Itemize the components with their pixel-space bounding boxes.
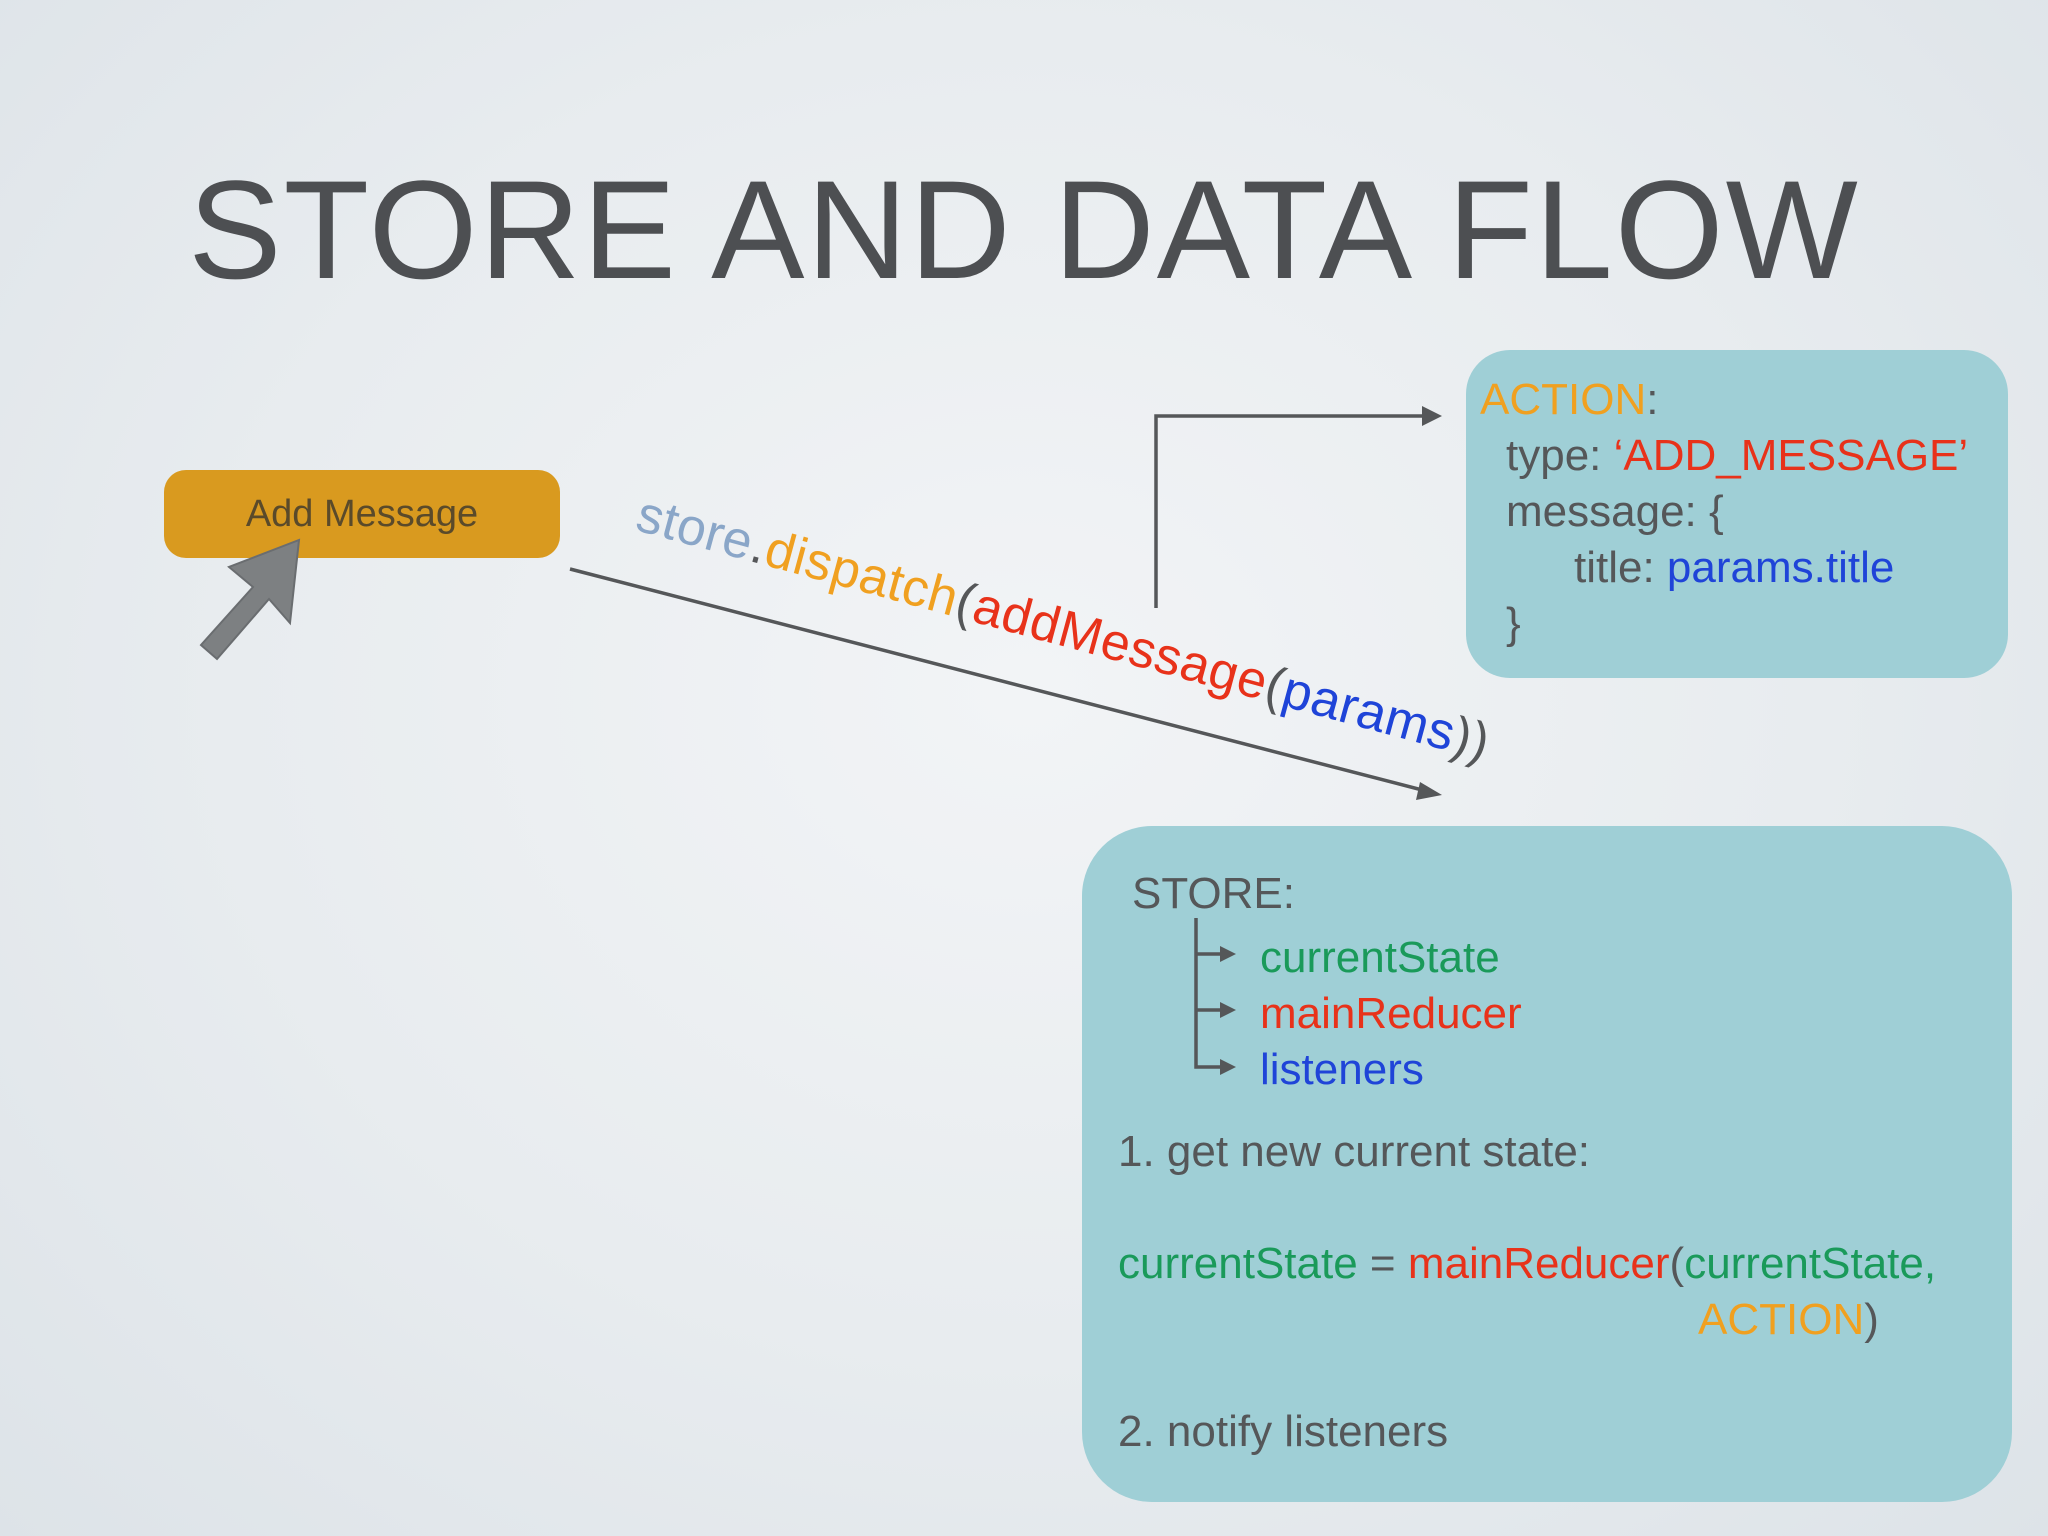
store-item-main-reducer: mainReducer xyxy=(1260,989,1522,1038)
store-step-1: 1. get new current state: xyxy=(1118,1127,1591,1176)
dispatch-arrowhead xyxy=(1416,782,1442,800)
add-message-button[interactable]: Add Message xyxy=(164,470,560,558)
formula-arg1: currentState, xyxy=(1684,1239,1937,1288)
action-title-value: params.title xyxy=(1666,543,1895,592)
formula-open: ( xyxy=(1669,1239,1685,1288)
store-formula-line-2: ACTION) xyxy=(1698,1298,1879,1342)
action-title-key: title: xyxy=(1574,543,1667,592)
formula-arg2: ACTION xyxy=(1698,1295,1865,1344)
store-box: STORE: currentState mainReducer listener… xyxy=(1082,826,2012,1502)
add-message-label: Add Message xyxy=(245,492,479,535)
action-box: ACTION: type: ‘ADD_MESSAGE’ message: { t… xyxy=(1466,350,2008,678)
action-message-line: message: { xyxy=(1506,490,1724,534)
action-message-key: message: { xyxy=(1506,487,1724,536)
action-header: ACTION: xyxy=(1480,378,1658,422)
action-type-value: ‘ADD_MESSAGE’ xyxy=(1613,431,1969,480)
formula-close: ) xyxy=(1864,1295,1879,1344)
action-colon: : xyxy=(1646,375,1659,424)
formula-equals: = xyxy=(1357,1239,1408,1288)
action-label: ACTION xyxy=(1480,375,1647,424)
action-close-brace-text: } xyxy=(1506,599,1521,648)
dispatch-call: store.dispatch(addMessage(params)) xyxy=(630,485,1497,772)
action-type-line: type: ‘ADD_MESSAGE’ xyxy=(1506,434,1968,478)
formula-fn: mainReducer xyxy=(1407,1239,1670,1288)
mouse-pointer-icon xyxy=(199,538,301,661)
store-step-2: 2. notify listeners xyxy=(1118,1407,1449,1456)
dispatch-params: params xyxy=(1276,660,1462,763)
action-arrowhead xyxy=(1422,406,1442,426)
action-arrow-line xyxy=(1154,414,1426,608)
action-title-line: title: params.title xyxy=(1574,546,1894,590)
dispatch-action-creator: addMessage xyxy=(966,576,1275,712)
store-formula-line-1: currentState = mainReducer(currentState, xyxy=(1118,1242,1936,1286)
slide-title: STORE AND DATA FLOW xyxy=(188,151,1860,308)
formula-lhs: currentState xyxy=(1118,1239,1358,1288)
store-label: STORE: xyxy=(1132,869,1296,918)
store-item-listeners: listeners xyxy=(1260,1045,1424,1094)
action-type-key: type: xyxy=(1506,431,1614,480)
store-tree-connector xyxy=(1194,918,1236,1075)
action-close-brace: } xyxy=(1506,602,1521,646)
store-item-current-state: currentState xyxy=(1260,933,1500,982)
dispatch-store: store xyxy=(630,485,760,573)
dispatch-method: dispatch xyxy=(758,519,965,628)
